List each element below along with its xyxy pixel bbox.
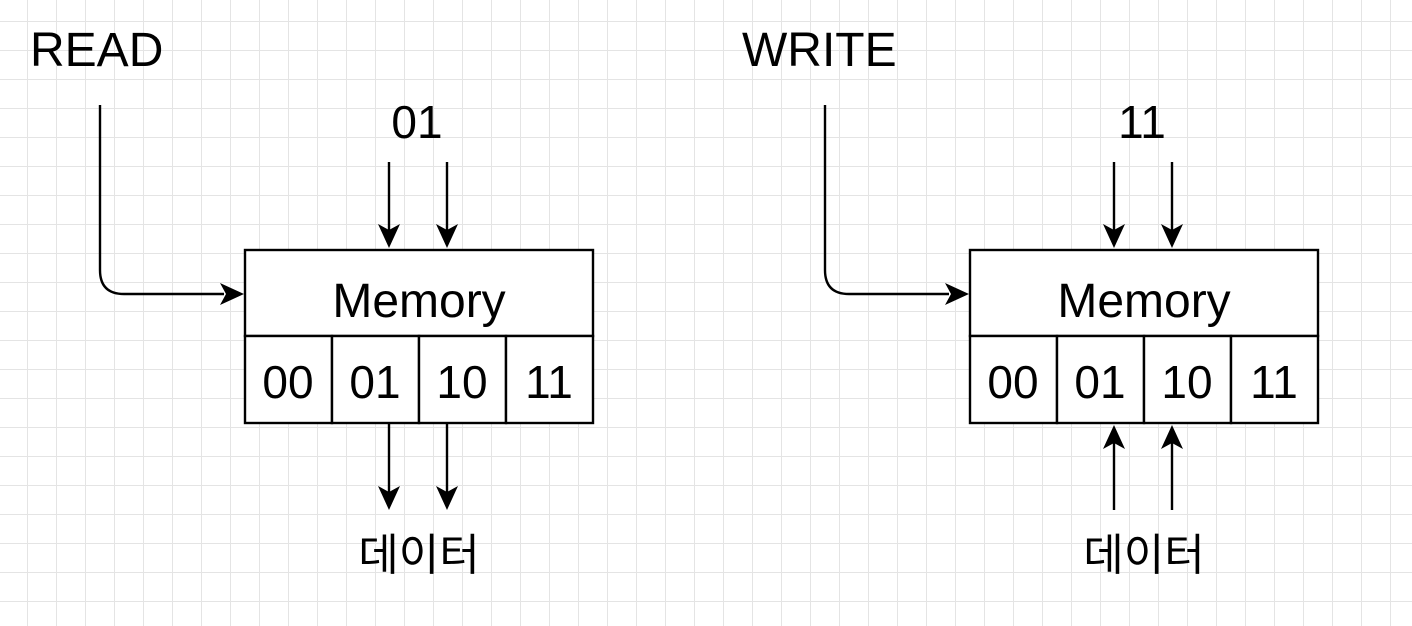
cell-box-read (504, 334, 595, 425)
control-line-write (823, 105, 949, 296)
cell-label-read: 10 (436, 356, 487, 408)
address-label-write: 11 (1118, 96, 1166, 148)
cell-box-read (330, 334, 421, 425)
data-label-read: 데이터 (358, 530, 479, 581)
read-panel: READ 01 Memory 00 01 10 11 데이터 (30, 24, 595, 581)
address-arrowhead-1-read (378, 224, 400, 248)
memory-box-read (243, 248, 595, 338)
data-arrowhead-1-write (1103, 425, 1125, 449)
memory-label-read: Memory (332, 275, 505, 328)
cell-label-write: 00 (987, 356, 1038, 408)
cell-label-write: 11 (1250, 356, 1298, 408)
cell-label-read: 11 (525, 356, 573, 408)
memory-label-write: Memory (1057, 275, 1230, 328)
memory-box-write (968, 248, 1320, 338)
address-label-read: 01 (391, 96, 442, 148)
cell-box-write (1055, 334, 1146, 425)
mode-title-read: READ (30, 24, 163, 77)
data-arrowhead-2-write (1161, 425, 1183, 449)
address-arrowhead-2-write (1161, 224, 1183, 248)
mode-title-write: WRITE (742, 24, 897, 77)
cell-label-read: 01 (349, 356, 400, 408)
data-label-write: 데이터 (1083, 530, 1204, 581)
data-arrowhead-2-read (436, 486, 458, 510)
control-line-read (98, 105, 224, 296)
cell-label-read: 00 (262, 356, 313, 408)
address-arrowhead-2-read (436, 224, 458, 248)
address-arrowhead-1-write (1103, 224, 1125, 248)
control-arrowhead-read (220, 283, 244, 305)
cell-label-write: 10 (1161, 356, 1212, 408)
cell-box-write (1229, 334, 1320, 425)
data-arrowhead-1-read (378, 486, 400, 510)
cell-box-write (968, 334, 1059, 425)
write-panel: WRITE 11 Memory 00 01 10 11 데이터 (742, 24, 1320, 581)
control-arrowhead-write (945, 283, 969, 305)
cell-label-write: 01 (1074, 356, 1125, 408)
